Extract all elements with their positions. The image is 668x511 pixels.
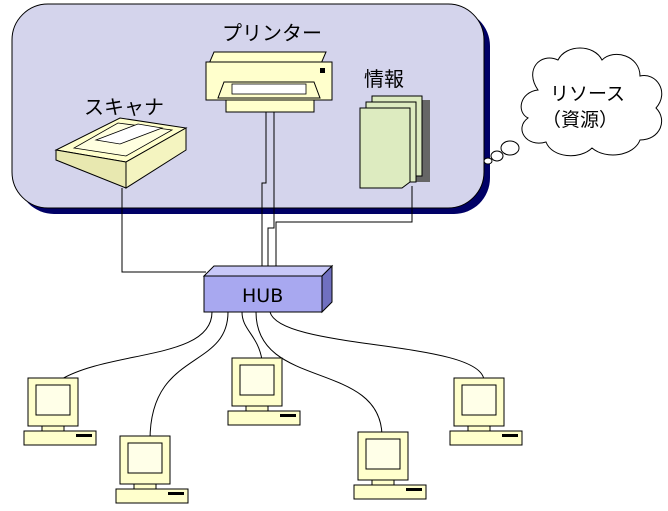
resource-cloud	[483, 47, 663, 165]
hub-label: HUB	[242, 285, 283, 307]
scanner-label: スキャナ	[84, 95, 164, 119]
connection-lines	[59, 112, 485, 441]
printer-label: プリンター	[222, 21, 322, 45]
hub-icon	[202, 264, 334, 314]
cloud-label-line2: （資源）	[542, 109, 618, 131]
document-stack-icon	[359, 95, 430, 189]
printer-icon	[205, 51, 333, 113]
pc-icon	[227, 357, 301, 426]
scanner-icon	[54, 117, 188, 189]
info-label: 情報	[364, 67, 404, 91]
cloud-label-line1: リソース	[550, 83, 625, 105]
pc-icon	[23, 377, 97, 446]
pc-icon	[115, 435, 189, 504]
pc-icon	[449, 377, 523, 446]
pc-icon	[353, 431, 427, 500]
